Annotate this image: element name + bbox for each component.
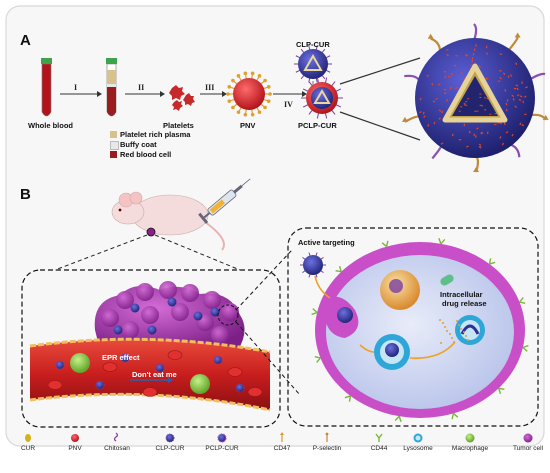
macrophage-in-vessel — [190, 374, 210, 394]
tumor-mass — [94, 281, 245, 350]
chitosan-icon — [113, 432, 119, 442]
lysosome — [374, 334, 410, 370]
legend-label: CD47 — [273, 445, 291, 452]
legend-label: PNV — [68, 445, 82, 452]
cd47-icon — [280, 432, 284, 442]
cd44-icon — [375, 433, 383, 442]
tumor-cell — [311, 238, 529, 422]
pnv-label: PNV — [240, 121, 256, 130]
pclp-cur-icon — [217, 433, 227, 443]
arrow-step-3 — [200, 91, 227, 97]
platelets-label: Platelets — [163, 121, 194, 130]
macrophage-icon — [465, 433, 475, 443]
internalized-particle — [337, 307, 353, 323]
layer-label-plasma: Platelet rich plasma — [120, 130, 191, 139]
clp-cur-particle — [294, 45, 332, 83]
macrophage-in-vessel — [70, 353, 90, 373]
pnv-icon — [71, 434, 79, 442]
tumor-cell-icon — [523, 433, 533, 443]
legend-label: CD44 — [370, 445, 388, 452]
layer-swatch-plasma — [110, 131, 117, 138]
p-selectin-icon — [325, 432, 329, 442]
arrow-step-1 — [60, 91, 102, 97]
flow-arrows — [314, 275, 456, 359]
panel-label-a: A — [20, 32, 31, 49]
clp-cur-label: CLP-CUR — [296, 40, 330, 49]
layer-swatch-buffy — [110, 141, 119, 150]
lysosome-icon — [413, 433, 423, 443]
pclp-cur-enlarged — [401, 23, 549, 173]
legend-label: PCLP-CUR — [205, 445, 239, 452]
whole-blood-label: Whole blood — [28, 121, 73, 130]
pclp-cur-label: PCLP-CUR — [298, 121, 337, 130]
cell-zoom-lines — [235, 249, 301, 396]
step-label-ii: II — [138, 83, 145, 92]
arrow-step-2 — [125, 91, 165, 97]
dont-eat-me-label: Don't eat me — [132, 370, 177, 379]
targeting-particle — [300, 252, 326, 278]
step-label-iii: III — [205, 83, 215, 92]
separated-tube — [106, 58, 117, 117]
zoom-circle — [217, 304, 239, 326]
mouse-illustration — [111, 191, 225, 251]
legend-label: Chitosan — [104, 445, 130, 452]
pnv-particle — [226, 71, 272, 117]
layer-swatch-rbc — [110, 151, 117, 158]
legend-label: Lysosome — [403, 445, 433, 452]
legend-label: CUR — [20, 445, 36, 452]
blood-vessel — [29, 337, 271, 412]
legend-label: CLP-CUR — [155, 445, 185, 452]
arrow-step-4 — [273, 91, 307, 97]
legend-label: Macrophage — [451, 445, 489, 452]
whole-blood-tube — [41, 58, 52, 117]
legend-label: P-selectin — [312, 445, 342, 452]
intracellular-label: Intracellular — [440, 290, 483, 299]
clp-cur-icon — [165, 433, 175, 443]
mouse-zoom-lines — [54, 234, 241, 271]
layer-label-rbc: Red blood cell — [120, 150, 172, 159]
drug-release-label: drug release — [442, 299, 487, 308]
pclp-cur-particle — [301, 77, 343, 119]
lysosome — [455, 315, 485, 345]
legend-label: Tumor cell — [512, 445, 544, 452]
epr-effect-label: EPR effect — [102, 353, 140, 362]
active-targeting-label: Active targeting — [298, 238, 355, 247]
zoom-lines — [339, 57, 421, 141]
panel-label-b: B — [20, 186, 31, 203]
step-label-i: I — [74, 83, 78, 92]
layer-label-buffy: Buffy coat — [120, 140, 157, 149]
platelets-icon — [169, 85, 195, 111]
cur-icon — [25, 434, 31, 442]
tumor-cell-box — [287, 227, 539, 427]
syringe-icon — [198, 178, 251, 224]
step-label-iv: IV — [284, 100, 293, 109]
